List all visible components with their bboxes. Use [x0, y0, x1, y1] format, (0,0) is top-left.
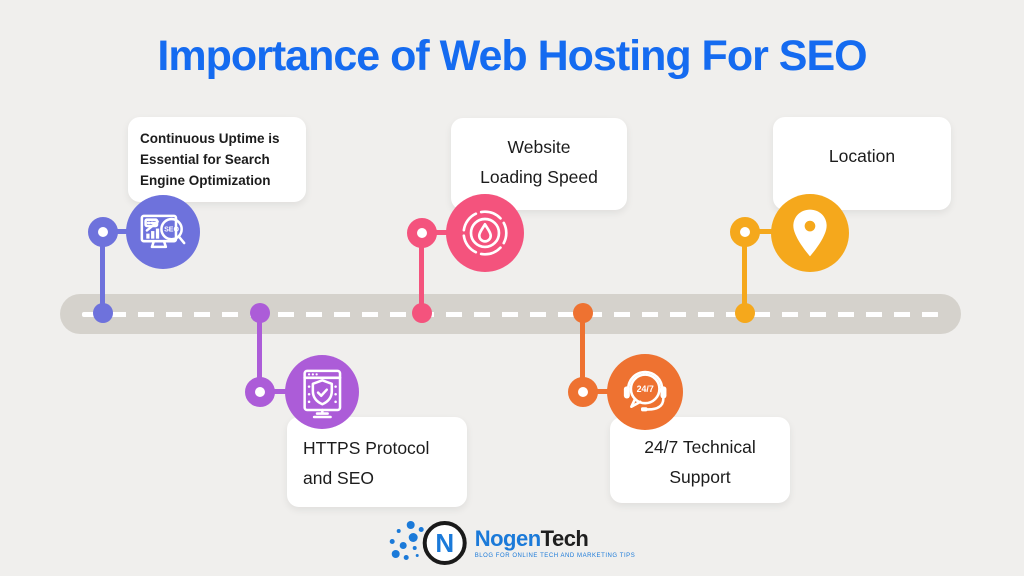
node-support — [568, 377, 598, 407]
connector-line — [260, 389, 305, 394]
connector-line — [580, 313, 585, 392]
node-speed — [407, 218, 437, 248]
connector-line — [103, 229, 148, 234]
road-dot-https — [250, 303, 270, 323]
logo-letter: N — [435, 527, 455, 558]
road-dashed-line — [82, 312, 939, 317]
https-card: HTTPS Protocol and SEO — [287, 417, 467, 507]
road-dot-speed — [412, 303, 432, 323]
node-uptime — [88, 217, 118, 247]
location-pin-icon — [771, 194, 849, 272]
connector-line — [100, 232, 105, 313]
card-text-line: and SEO — [303, 468, 375, 488]
support-card: 24/7 Technical Support — [610, 417, 790, 503]
road-dot-uptime — [93, 303, 113, 323]
brand-name-second: Tech — [540, 526, 589, 551]
card-text-line: Support — [669, 467, 731, 487]
card-text-line: Continuous Uptime is — [140, 131, 280, 146]
card-text-line: Essential for Search — [140, 152, 270, 167]
road-dot-support — [573, 303, 593, 323]
card-text-line: Loading Speed — [480, 167, 598, 187]
seo-monitor-icon: SEO — [126, 195, 200, 269]
timeline-road — [60, 294, 961, 334]
connector-line — [419, 233, 424, 313]
node-https — [245, 377, 275, 407]
support-chat-icon: 24/7 — [607, 354, 683, 430]
card-text-line: Website — [507, 137, 571, 157]
seo-label: SEO — [164, 226, 179, 233]
page-title: Importance of Web Hosting For SEO — [157, 32, 867, 80]
road-dot-location — [735, 303, 755, 323]
card-text-line: 24/7 Technical — [644, 437, 756, 457]
brand-name: NogenTech — [475, 527, 636, 551]
speed-card: Website Loading Speed — [451, 118, 627, 210]
connector-line — [257, 313, 262, 392]
footer-logo: N NogenTech BLOG FOR ONLINE TECH AND MAR… — [389, 516, 636, 570]
https-shield-icon — [285, 355, 359, 429]
card-text-line: Engine Optimization — [140, 173, 271, 188]
logo-dots — [389, 520, 429, 566]
connector-line — [583, 389, 628, 394]
connector-line — [742, 232, 747, 313]
card-text-line: HTTPS Protocol — [303, 438, 430, 458]
speedometer-icon — [446, 194, 524, 272]
logo-emblem: N — [422, 521, 467, 565]
uptime-card: Continuous Uptime is Essential for Searc… — [128, 117, 306, 202]
brand-name-first: Nogen — [474, 526, 541, 551]
card-text-line: Location — [828, 146, 896, 166]
brand-tagline: BLOG FOR ONLINE TECH AND MARKETING TIPS — [474, 553, 636, 559]
support-24-7-label: 24/7 — [636, 384, 653, 394]
connector-line — [422, 230, 467, 235]
node-location — [730, 217, 760, 247]
connector-line — [745, 229, 790, 234]
